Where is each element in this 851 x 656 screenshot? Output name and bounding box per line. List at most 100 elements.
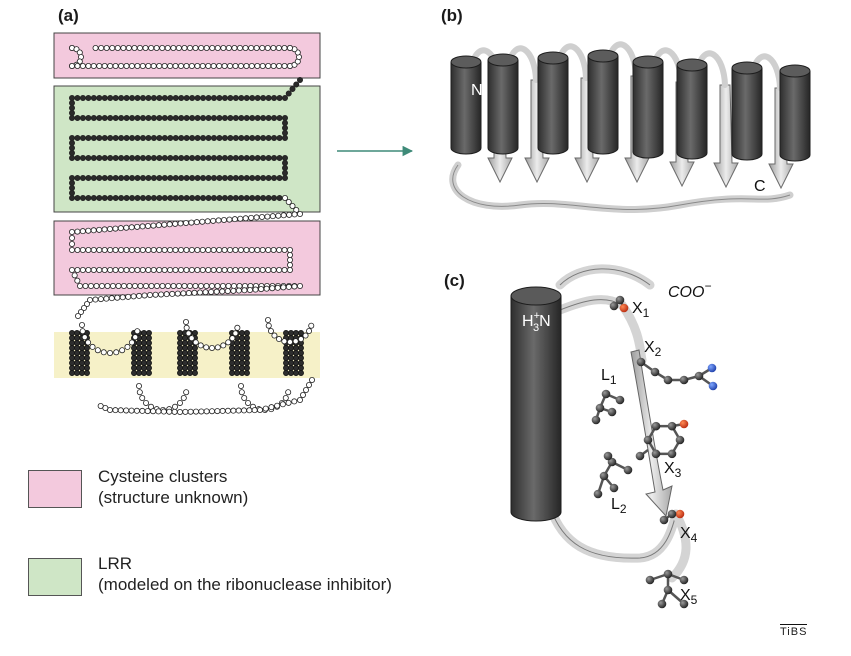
tm-helix-bead [69,365,75,371]
residue-bead [183,389,190,396]
residue-bead [174,290,181,297]
residue-bead [172,266,179,273]
tm-helix-bead [141,350,147,356]
residue-bead [275,212,282,219]
residue-bead [85,227,92,234]
atom [643,435,653,445]
residue-bead [104,282,111,289]
tm-helix-bead [182,365,188,371]
tm-helix-bead [293,345,299,351]
residue-bead [118,246,125,253]
residue-bead [210,115,217,122]
residue-bead [242,45,249,52]
residue-bead [238,194,245,201]
residue-bead [254,194,261,201]
residue-bead [276,63,283,70]
residue-bead [256,406,263,413]
residue-bead [194,154,201,161]
residue-bead [150,174,157,181]
residue-bead [225,282,232,289]
residue-bead [235,287,242,294]
residue-bead [232,134,239,141]
residue-bead [194,134,201,141]
residue-bead [112,225,119,232]
residue-bead [74,266,81,273]
residue-bead [286,45,293,52]
residue-bead [235,407,242,414]
residue-bead [285,283,292,290]
residue-bead [198,408,205,415]
residue-bead [210,154,217,161]
residue-bead [243,95,250,102]
residue-bead [306,327,313,334]
residue-bead [114,294,121,301]
residue-bead [221,95,228,102]
legend-lrr: LRR (modeled on the ribonuclease inhibit… [98,553,392,595]
residue-bead [96,194,103,201]
residue-bead [150,222,157,229]
residue-bead [216,154,223,161]
residue-bead [99,282,106,289]
tm-helix-bead [146,345,152,351]
residue-bead [166,408,173,415]
residue-bead [267,327,274,334]
residue-bead [302,332,309,339]
residue-bead [156,154,163,161]
residue-bead [139,134,146,141]
tm-helix-bead [141,340,147,346]
residue-bead [74,228,81,235]
n-terminus-label: N [471,82,483,99]
residue-bead [199,218,206,225]
residue-bead [150,408,157,415]
residue-bead [258,286,265,293]
residue-bead [131,45,138,52]
residue-bead [69,134,76,141]
residue-bead [81,304,88,311]
residue-bead [101,266,108,273]
residue-bead [134,246,141,253]
tm-helix-bead [244,345,250,351]
lrr-helix-unit [487,45,550,184]
residue-bead [123,266,130,273]
lrr-helix [450,62,482,155]
tm-helix-bead [298,350,304,356]
residue-bead [85,339,92,346]
residue-bead [107,194,114,201]
lrr-helix [487,60,519,155]
residue-bead [128,224,135,231]
residue-bead [262,405,269,412]
residue-bead [214,344,221,351]
residue-bead [219,288,226,295]
residue-bead [90,95,97,102]
residue-bead [177,220,184,227]
lrr-strand [713,84,739,189]
residue-bead [227,63,234,70]
residue-bead [276,266,283,273]
tm-helix-bead [244,335,250,341]
residue-bead [96,115,103,122]
tm-helix-bead [187,355,193,361]
residue-bead [232,246,239,253]
tm-helix-bead [192,350,198,356]
residue-bead [248,214,255,221]
residue-bead [254,115,261,122]
residue-bead [238,115,245,122]
residue-bead [188,219,195,226]
residue-bead [237,63,244,70]
residue-bead [145,174,152,181]
tm-helix-bead [234,340,240,346]
residue-bead [238,389,245,396]
residue-bead [74,194,81,201]
residue-bead [150,95,157,102]
tm-helix-bead [79,365,85,371]
residue-bead [296,282,303,289]
residue-bead [260,154,267,161]
residue-bead [117,225,124,232]
residue-bead [205,154,212,161]
residue-bead [183,324,190,331]
residue-bead [199,266,206,273]
tm-helix-bead [74,330,80,336]
tm-helix-bead [244,370,250,376]
atom [595,403,605,413]
residue-bead [205,174,212,181]
